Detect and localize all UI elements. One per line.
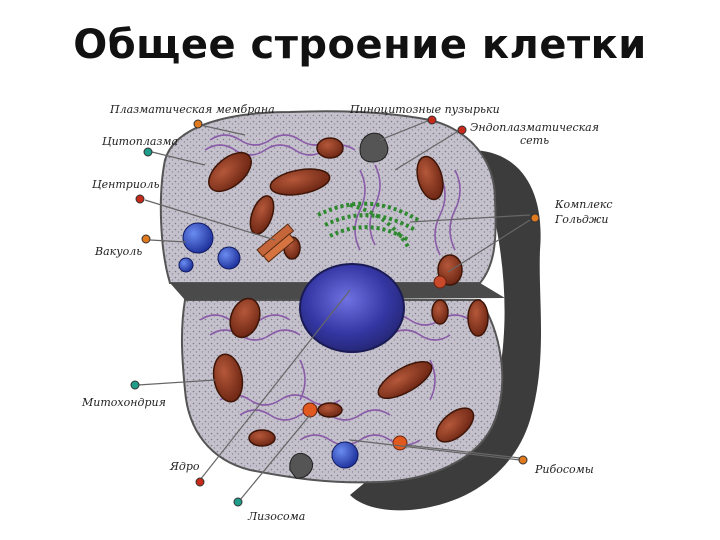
pin-marker (518, 455, 528, 465)
vacuole (331, 441, 359, 469)
golgi-complex (317, 201, 420, 251)
pin-marker (141, 234, 151, 244)
golgi-vesicle (433, 275, 447, 289)
label-pins (130, 115, 540, 507)
label-plasma-membrane: Плазматическая мембрана (109, 103, 275, 116)
pin-marker (193, 119, 203, 129)
pin-marker (233, 497, 243, 507)
pin-marker (427, 115, 437, 125)
mitochondrion (316, 137, 344, 159)
mitochondrion (248, 429, 276, 447)
label-pinocytotic-vesicles: Пиноцитозные пузырьки (349, 103, 500, 116)
vacuole (178, 257, 194, 273)
pin-marker (195, 477, 205, 487)
pin-marker (130, 380, 140, 390)
label-nucleus: Ядро (169, 460, 200, 473)
pin-marker (457, 125, 467, 135)
page-title: Общее строение клетки (73, 22, 647, 68)
centriole (262, 233, 296, 263)
label-lysosome: Лизосома (247, 510, 305, 523)
ribosome-cluster (392, 435, 408, 451)
mitochondrion (269, 168, 331, 196)
leader-lines (137, 119, 531, 501)
mitochondrion (208, 151, 252, 193)
mitochondria-group (208, 137, 489, 447)
label-er-line1: Эндоплазматическая (470, 121, 599, 134)
mitochondrion (317, 402, 343, 418)
mitochondrion (377, 361, 433, 399)
vacuole (182, 222, 214, 254)
label-er-line2: сеть (520, 134, 549, 147)
label-vacuole: Вакуоль (94, 245, 142, 258)
mitochondrion (229, 297, 261, 339)
pin-marker (135, 194, 145, 204)
pinocytotic-vesicle (359, 132, 389, 163)
label-ribosomes: Рибосомы (534, 463, 594, 476)
label-golgi-line1: Комплекс (554, 198, 613, 211)
mitochondrion (467, 299, 489, 337)
pin-marker (143, 147, 153, 157)
label-golgi-line2: Гольджи (554, 213, 608, 226)
pin-marker (530, 213, 540, 223)
vacuole (217, 246, 241, 270)
mitochondrion (431, 299, 449, 325)
nucleus (299, 263, 405, 353)
mitochondrion (435, 407, 475, 443)
pinocytotic-vesicle (289, 452, 314, 479)
label-cytoplasm: Цитоплазма (102, 135, 178, 148)
lysosome (302, 402, 318, 418)
mitochondrion (416, 155, 444, 201)
label-centriole: Центриоль (92, 178, 160, 191)
label-mitochondria: Митохондрия (81, 396, 166, 409)
